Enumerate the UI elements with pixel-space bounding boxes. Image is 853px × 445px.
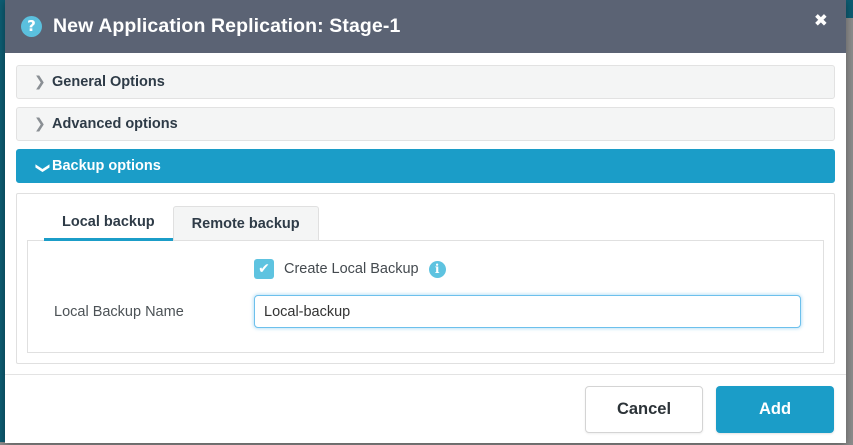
background-right-teal-strip bbox=[846, 0, 853, 18]
backup-options-panel: Local backup Remote backup ✔ Create Loca… bbox=[16, 193, 835, 364]
background-right-gray-strip bbox=[846, 18, 853, 445]
chevron-right-icon: ❯ bbox=[34, 74, 46, 90]
backup-tabs: Local backup Remote backup bbox=[27, 202, 824, 241]
local-backup-name-input[interactable] bbox=[254, 295, 801, 328]
accordion-header-advanced-options[interactable]: ❯ Advanced options bbox=[16, 107, 835, 141]
local-backup-name-label: Local Backup Name bbox=[54, 303, 184, 320]
new-application-replication-dialog: ? New Application Replication: Stage-1 ✖… bbox=[5, 0, 846, 443]
tab-local-backup[interactable]: Local backup bbox=[44, 205, 173, 241]
dialog-header: ? New Application Replication: Stage-1 ✖ bbox=[5, 0, 846, 53]
local-backup-name-input-wrap bbox=[254, 295, 823, 328]
accordion-label-advanced-options: Advanced options bbox=[52, 116, 178, 132]
create-local-backup-row: ✔ Create Local Backup i bbox=[28, 259, 823, 279]
background-left-teal-strip bbox=[0, 0, 5, 445]
close-icon[interactable]: ✖ bbox=[813, 11, 828, 31]
accordion-label-general-options: General Options bbox=[52, 74, 165, 90]
chevron-down-icon: ❮ bbox=[34, 162, 50, 174]
background-bottom-strip bbox=[0, 442, 853, 445]
accordion-label-backup-options: Backup options bbox=[52, 158, 161, 174]
tab-remote-backup[interactable]: Remote backup bbox=[172, 206, 319, 241]
local-backup-form: ✔ Create Local Backup i Local Backup Nam… bbox=[27, 240, 824, 353]
create-local-backup-label: Create Local Backup bbox=[284, 261, 419, 277]
chevron-right-icon: ❯ bbox=[34, 116, 46, 132]
accordion-header-backup-options[interactable]: ❮ Backup options bbox=[16, 149, 835, 183]
dialog-body: ❯ General Options ❯ Advanced options ❮ B… bbox=[5, 53, 846, 364]
add-button[interactable]: Add bbox=[716, 385, 834, 433]
local-backup-name-row: Local Backup Name bbox=[28, 295, 823, 328]
accordion-header-general-options[interactable]: ❯ General Options bbox=[16, 65, 835, 99]
create-local-backup-checkbox[interactable]: ✔ bbox=[254, 259, 274, 279]
info-icon[interactable]: i bbox=[428, 260, 446, 278]
dialog-title: New Application Replication: Stage-1 bbox=[53, 15, 401, 37]
dialog-footer: Cancel Add bbox=[5, 374, 846, 443]
question-circle-icon[interactable]: ? bbox=[21, 16, 42, 37]
cancel-button[interactable]: Cancel bbox=[585, 385, 703, 433]
